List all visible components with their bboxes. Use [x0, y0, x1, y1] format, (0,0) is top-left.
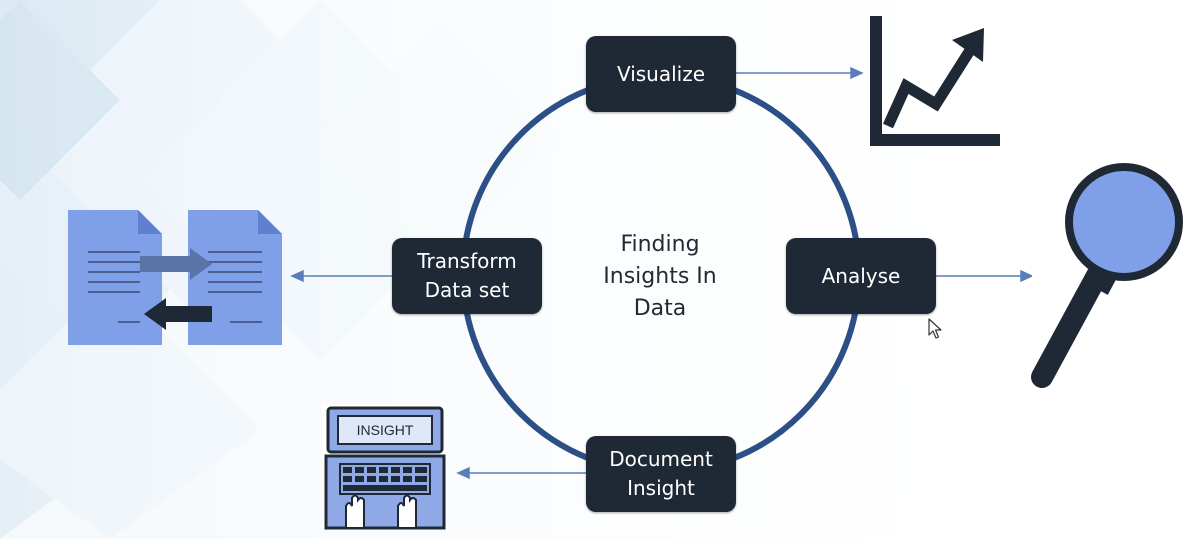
laptop-screen-text: INSIGHT	[356, 422, 414, 438]
node-transform-data-set[interactable]: Transform Data set	[392, 238, 542, 314]
file-transfer-icon	[68, 210, 282, 345]
laptop-insight-icon	[322, 404, 446, 530]
mouse-cursor-icon	[928, 318, 942, 339]
center-label: Finding Insights In Data	[603, 232, 717, 321]
connector-analyse	[936, 269, 1034, 283]
node-analyse[interactable]: Analyse	[786, 238, 936, 314]
magnifier-icon	[1031, 163, 1184, 388]
node-document-insight[interactable]: Document Insight	[586, 436, 736, 512]
trend-chart-icon	[870, 16, 1000, 146]
connector-visualize	[736, 66, 864, 80]
node-visualize[interactable]: Visualize	[586, 36, 736, 112]
connector-transform	[290, 269, 392, 283]
connector-document	[456, 466, 586, 480]
